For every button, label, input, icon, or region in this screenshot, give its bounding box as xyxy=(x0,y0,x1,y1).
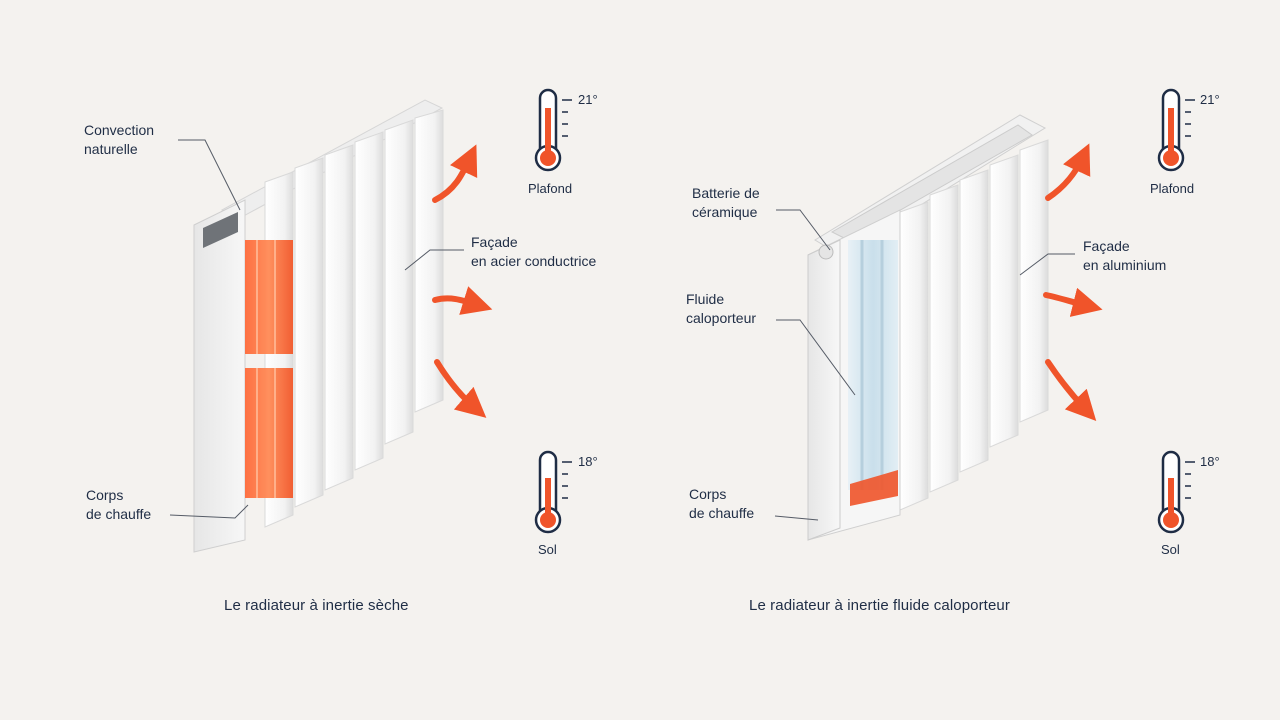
heat-arrows-right xyxy=(1043,143,1103,421)
heat-arrows-left xyxy=(432,144,493,418)
heating-element-lower xyxy=(245,368,293,498)
label-aluminium-facade: Façade en aluminium xyxy=(1083,237,1166,275)
location-ceiling-left: Plafond xyxy=(528,181,573,196)
thermometer-icon xyxy=(1157,88,1195,172)
location-ceiling-right: Plafond xyxy=(1150,181,1195,196)
location-floor-right: Sol xyxy=(1161,542,1180,557)
label-line: Corps xyxy=(689,486,727,502)
thermometer-icon xyxy=(534,88,572,172)
temperature-floor-left: 18° xyxy=(578,454,598,469)
heating-element-upper xyxy=(245,240,293,354)
leader-lines-left xyxy=(169,139,464,519)
heating-coil xyxy=(850,470,898,506)
label-line: céramique xyxy=(692,204,758,220)
label-heating-body-right: Corps de chauffe xyxy=(689,485,754,523)
label-line: naturelle xyxy=(84,141,138,157)
heat-transfer-fluid xyxy=(848,240,898,490)
label-line: caloporteur xyxy=(686,310,757,326)
label-line: Façade xyxy=(471,234,518,250)
label-ceramic-battery: Batterie de céramique xyxy=(692,184,760,222)
label-line: Batterie de xyxy=(692,185,760,201)
temperature-ceiling-right: 21° xyxy=(1200,92,1220,107)
label-line: de chauffe xyxy=(86,506,152,522)
thermometer-icon xyxy=(1157,450,1195,534)
label-line: Façade xyxy=(1083,238,1130,254)
label-line: en aluminium xyxy=(1083,257,1167,273)
label-line: Convection xyxy=(84,122,155,138)
thermometer-icon xyxy=(534,450,572,534)
label-heat-transfer-fluid: Fluide caloporteur xyxy=(686,290,756,328)
fluid-inertia-radiator xyxy=(807,114,1049,541)
label-natural-convection: Convection naturelle xyxy=(84,121,154,159)
label-line: de chauffe xyxy=(689,505,755,521)
label-line: en acier conductrice xyxy=(471,253,597,269)
caption-fluid-inertia: Le radiateur à inertie fluide caloporteu… xyxy=(749,597,1010,614)
label-line: Corps xyxy=(86,487,124,503)
label-line: Fluide xyxy=(686,291,725,307)
dry-inertia-radiator xyxy=(193,99,444,553)
temperature-ceiling-left: 21° xyxy=(578,92,598,107)
leader-lines-right xyxy=(774,209,1075,521)
label-heating-body-left: Corps de chauffe xyxy=(86,486,151,524)
temperature-floor-right: 18° xyxy=(1200,454,1220,469)
location-floor-left: Sol xyxy=(538,542,557,557)
label-steel-facade: Façade en acier conductrice xyxy=(471,233,596,271)
caption-dry-inertia: Le radiateur à inertie sèche xyxy=(224,597,409,614)
